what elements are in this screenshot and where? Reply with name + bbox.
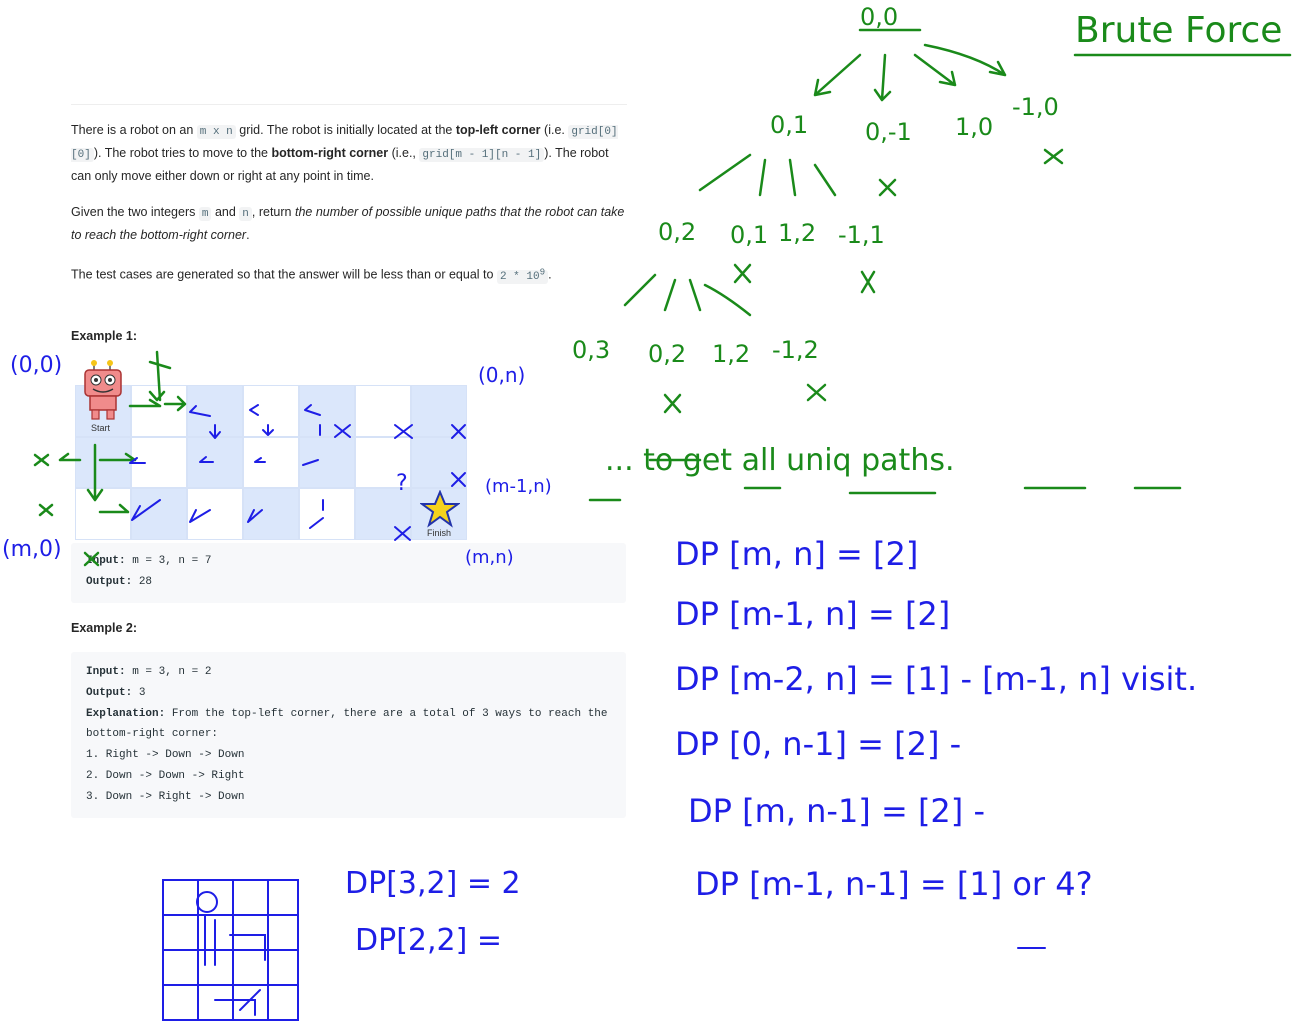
dp-line: DP [m-1, n] = [2] — [675, 595, 950, 633]
grid-cell — [299, 488, 355, 540]
text: The test cases are generated so that the… — [71, 267, 497, 282]
output-label: Output: — [86, 575, 133, 588]
example-step: 1. Right -> Down -> Down — [86, 749, 245, 762]
problem-description: There is a robot on an m x n grid. The r… — [71, 104, 627, 288]
inline-code: n — [239, 207, 252, 221]
example-line: Output: 28 — [86, 572, 611, 593]
grid-cell — [243, 436, 299, 489]
grid-cell — [355, 385, 411, 437]
superscript: 9 — [539, 266, 546, 277]
tree-node: 0,1 — [770, 111, 808, 139]
text: . — [548, 267, 552, 282]
blue-sketch — [129, 404, 1046, 1021]
example-line: Output: 3 — [86, 683, 611, 704]
text: There is a robot on an — [71, 123, 197, 137]
tree-node: 0,2 — [648, 340, 686, 368]
inline-code: grid[m - 1][n - 1] — [419, 148, 545, 162]
example-step: 2. Down -> Down -> Right — [86, 769, 245, 782]
example-step: 3. Down -> Right -> Down — [86, 790, 245, 803]
corner-label: (0,0) — [10, 353, 62, 378]
finish-label: Finish — [427, 528, 452, 538]
robot-icon — [84, 360, 122, 420]
example-line: Input: m = 3, n = 2 — [86, 662, 611, 683]
corner-label: (m,n) — [465, 547, 514, 568]
example-1-code: Input: m = 3, n = 7 Output: 28 — [71, 543, 626, 603]
example-line: Explanation: From the top-left corner, t… — [86, 704, 611, 746]
explanation-value: From the top-left corner, there are a to… — [86, 707, 608, 741]
text: and — [211, 205, 240, 219]
dp-line: DP [0, n-1] = [2] - — [675, 725, 961, 763]
brute-force-tree: Brute Force 0,0 0,1 0,-1 1,0 -1,0 0,2 0,… — [572, 3, 1282, 478]
text: Given the two integers — [71, 205, 199, 219]
inline-code: m x n — [196, 125, 236, 139]
grid-cell — [411, 385, 467, 437]
dp-line: DP [m-2, n] = [1] - [m-1, n] visit. — [675, 660, 1197, 698]
example-2-title: Example 2: — [71, 621, 138, 635]
inline-code: m — [198, 207, 212, 221]
example-2-code: Input: m = 3, n = 2 Output: 3 Explanatio… — [71, 652, 626, 818]
input-value: m = 3, n = 7 — [125, 555, 212, 567]
dp-line: DP[3,2] = 2 — [345, 866, 521, 901]
tree-node: 1,2 — [778, 219, 816, 247]
dp-line: DP [m-1, n-1] = [1] or 4? — [695, 865, 1093, 903]
text: (i.e. — [540, 123, 569, 137]
example-1-title: Example 1: — [71, 329, 138, 343]
tree-node: 0,-1 — [865, 118, 912, 146]
tree-node: -1,1 — [838, 221, 885, 249]
text: 2 * 10 — [499, 270, 540, 283]
grid-cell — [355, 488, 411, 540]
dp-notes: (0,0) (0,n) (m-1,n) (m,0) (m,n) ? DP [m,… — [2, 353, 1197, 958]
text: . — [246, 228, 250, 242]
output-label: Output: — [86, 686, 133, 699]
dp-line: DP [m, n] = [2] — [675, 535, 918, 573]
corner-label: (m,0) — [2, 537, 62, 562]
text: ). The robot tries to move to the — [93, 146, 272, 160]
tree-node: 1,0 — [955, 113, 993, 141]
bold-text: bottom-right corner — [271, 146, 389, 160]
grid-cell — [75, 436, 131, 489]
text: ). The robot can only move either down o… — [71, 146, 609, 183]
tree-node: 0,2 — [658, 218, 696, 246]
output-value: 28 — [132, 575, 153, 588]
problem-paragraph-2: Given the two integers m and n, return t… — [71, 202, 627, 246]
grid-cell — [75, 488, 131, 540]
tree-node: 0,1 — [730, 221, 768, 249]
grid-cell — [187, 488, 243, 540]
italic-text: the number of possible unique paths that… — [71, 205, 625, 242]
tree-root: 0,0 — [860, 3, 898, 31]
output-value: 3 — [132, 686, 146, 699]
grid-cell — [355, 436, 411, 489]
text: grid. The robot is initially located at … — [235, 123, 456, 137]
problem-paragraph-3: The test cases are generated so that the… — [71, 261, 627, 288]
inline-code: 2 * 109 — [496, 266, 549, 284]
input-value: m = 3, n = 2 — [125, 666, 212, 678]
star-icon — [420, 490, 460, 528]
tree-node: -1,2 — [772, 336, 819, 364]
problem-paragraph-1: There is a robot on an m x n grid. The r… — [71, 120, 627, 187]
bold-text: top-left corner — [455, 123, 541, 137]
tree-node: 0,3 — [572, 336, 610, 364]
annotation-title: Brute Force — [1075, 10, 1282, 51]
start-label: Start — [91, 423, 111, 433]
tree-node: 1,2 — [712, 340, 750, 368]
text: (i.e., — [388, 146, 420, 160]
question-mark: ? — [396, 471, 408, 496]
dp-line: DP [m, n-1] = [2] - — [688, 792, 985, 830]
tree-node: -1,0 — [1012, 93, 1059, 121]
dp-line: DP[2,2] = — [355, 923, 502, 958]
tree-edges — [33, 28, 1292, 567]
input-label: Input: — [86, 666, 126, 678]
explanation-label: Explanation: — [86, 707, 166, 720]
corner-label: (0,n) — [478, 363, 525, 387]
text: , return — [251, 205, 295, 219]
corner-label: (m-1,n) — [485, 476, 552, 497]
